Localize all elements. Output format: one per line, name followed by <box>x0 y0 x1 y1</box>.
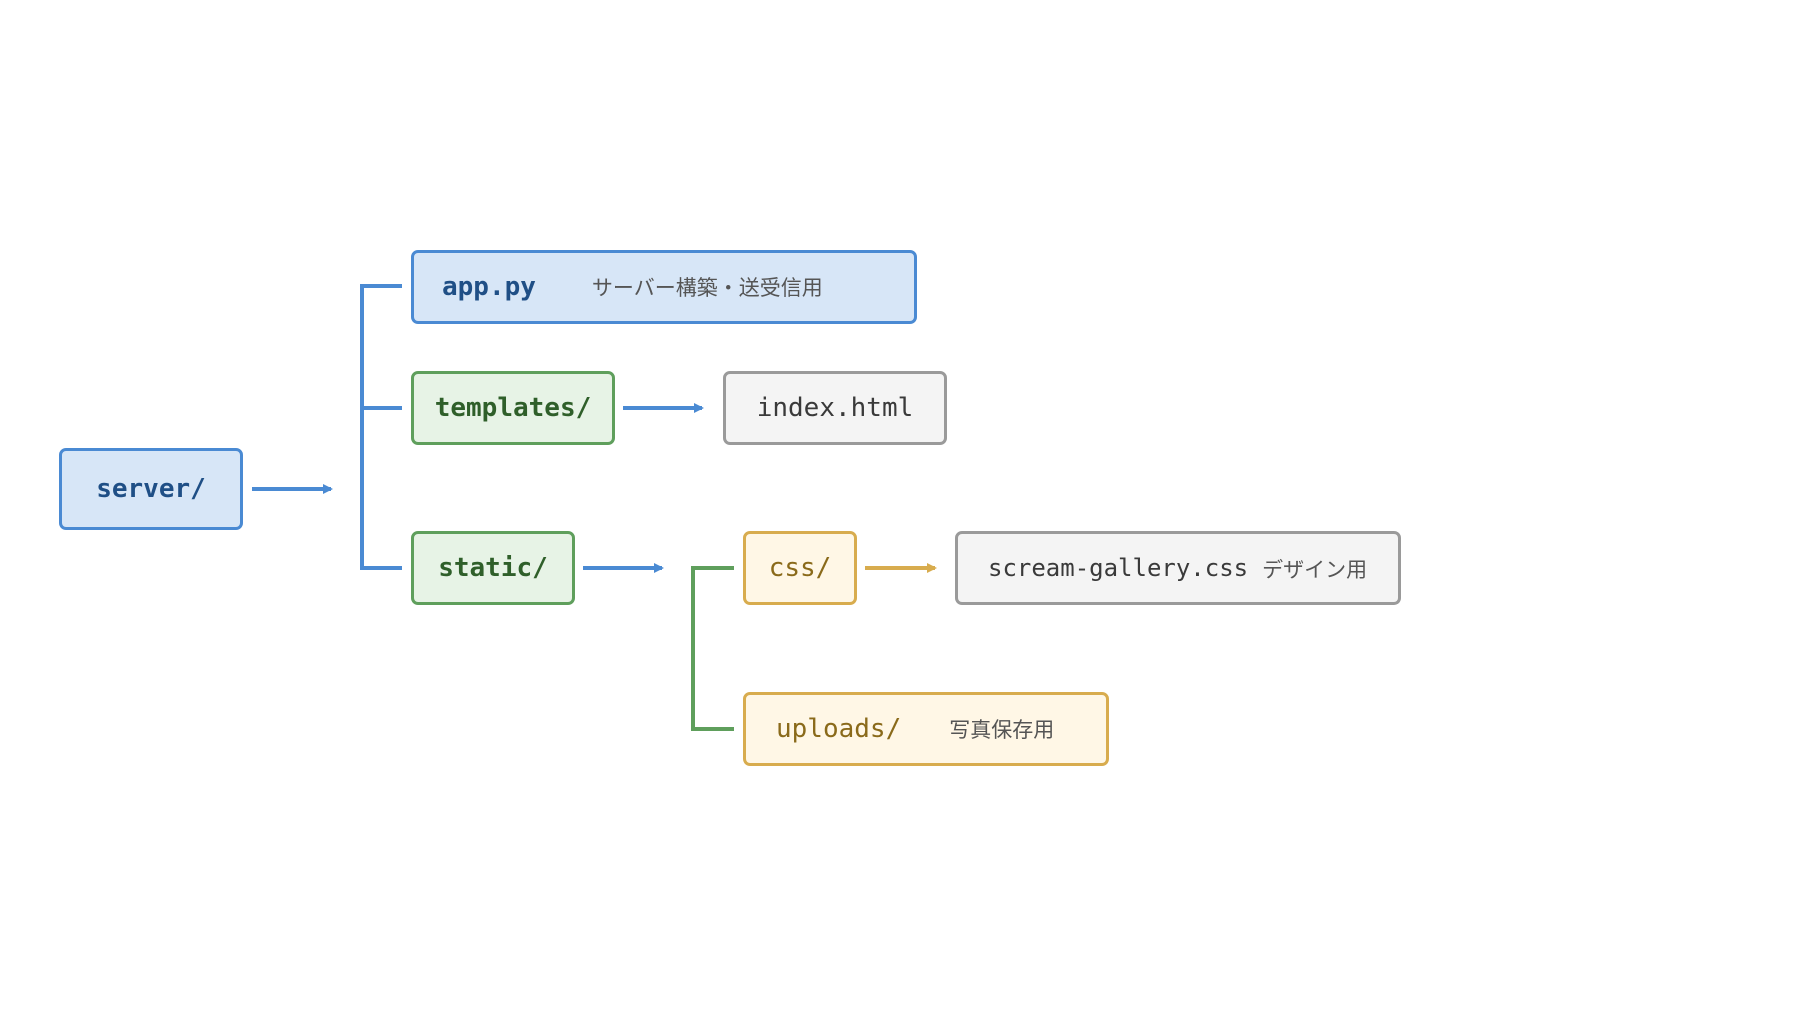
uploads-folder-node: uploads/ 写真保存用 <box>743 692 1109 766</box>
server-folder-label: server/ <box>96 474 206 504</box>
scream-gallery-css-description: デザイン用 <box>1262 558 1368 582</box>
index-html-label: index.html <box>756 393 914 423</box>
scream-gallery-css-label: scream-gallery.css <box>988 554 1249 582</box>
app-py-node: app.py サーバー構築・送受信用 <box>411 250 917 324</box>
scream-gallery-css-node: scream-gallery.css デザイン用 <box>955 531 1401 605</box>
uploads-folder-label: uploads/ <box>776 714 902 744</box>
app-py-description: サーバー構築・送受信用 <box>591 276 823 300</box>
css-folder-label: css/ <box>768 553 832 583</box>
bracket-server-children <box>360 284 402 570</box>
server-folder-node: server/ <box>59 448 243 530</box>
static-folder-label: static/ <box>438 553 548 583</box>
uploads-folder-description: 写真保存用 <box>949 718 1055 742</box>
app-py-label: app.py <box>442 272 536 302</box>
static-folder-node: static/ <box>411 531 575 605</box>
templates-folder-node: templates/ <box>411 371 615 445</box>
index-html-node: index.html <box>723 371 947 445</box>
css-folder-node: css/ <box>743 531 857 605</box>
bracket-static-children <box>691 566 734 731</box>
templates-folder-label: templates/ <box>434 393 592 423</box>
